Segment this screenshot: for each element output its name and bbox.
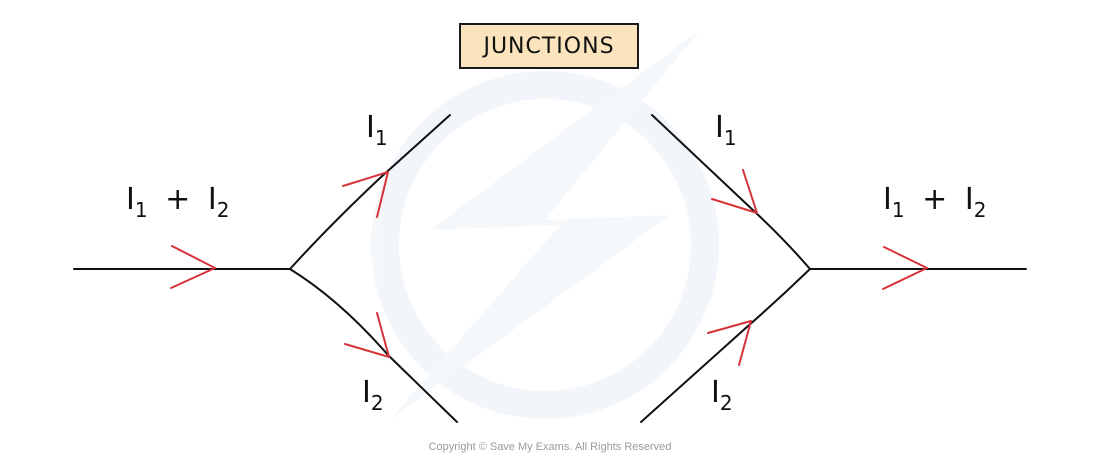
label-plus: + — [922, 182, 948, 217]
label-subscript: 2 — [216, 198, 230, 222]
watermark-logo — [371, 30, 719, 420]
label-right-bottom: I2 — [711, 375, 733, 415]
current-arrows — [170, 169, 928, 366]
label-left-top: I1 — [366, 110, 388, 150]
arrow-right-lower — [707, 320, 752, 366]
arrow-left-upper — [342, 171, 389, 218]
arrow-left-input — [170, 245, 216, 289]
label-subscript: 1 — [134, 198, 148, 222]
label-current-symbol: I — [715, 110, 724, 145]
label-current-symbol: I — [366, 110, 375, 145]
copyright-notice: Copyright © Save My Exams. All Rights Re… — [428, 441, 672, 453]
label-left-input: I1 + I2 — [126, 182, 230, 222]
arrow-right-output — [882, 246, 928, 290]
arrow-right-upper — [711, 169, 758, 214]
label-subscript: 1 — [891, 198, 905, 222]
label-subscript: 2 — [370, 391, 384, 415]
label-subscript: 2 — [973, 198, 987, 222]
left-upper-branch — [289, 114, 451, 270]
label-left-bottom: I2 — [362, 375, 384, 415]
label-current-symbol: I — [126, 182, 135, 217]
label-subscript: 1 — [374, 126, 388, 150]
label-subscript: 1 — [723, 126, 737, 150]
left-junction — [73, 114, 458, 423]
label-subscript: 2 — [719, 391, 733, 415]
left-lower-branch — [289, 268, 458, 423]
label-current-symbol: I — [207, 182, 217, 217]
label-plus: + — [165, 182, 191, 217]
label-current-symbol: I — [711, 375, 720, 410]
label-current-symbol: I — [964, 182, 974, 217]
label-current-symbol: I — [883, 182, 892, 217]
label-current-symbol: I — [362, 375, 371, 410]
arrow-left-lower — [344, 312, 390, 358]
title-text: JUNCTIONS — [483, 33, 615, 59]
label-right-top: I1 — [715, 110, 737, 150]
label-right-output: I1 + I2 — [883, 182, 987, 222]
title-box: JUNCTIONS — [459, 23, 639, 69]
